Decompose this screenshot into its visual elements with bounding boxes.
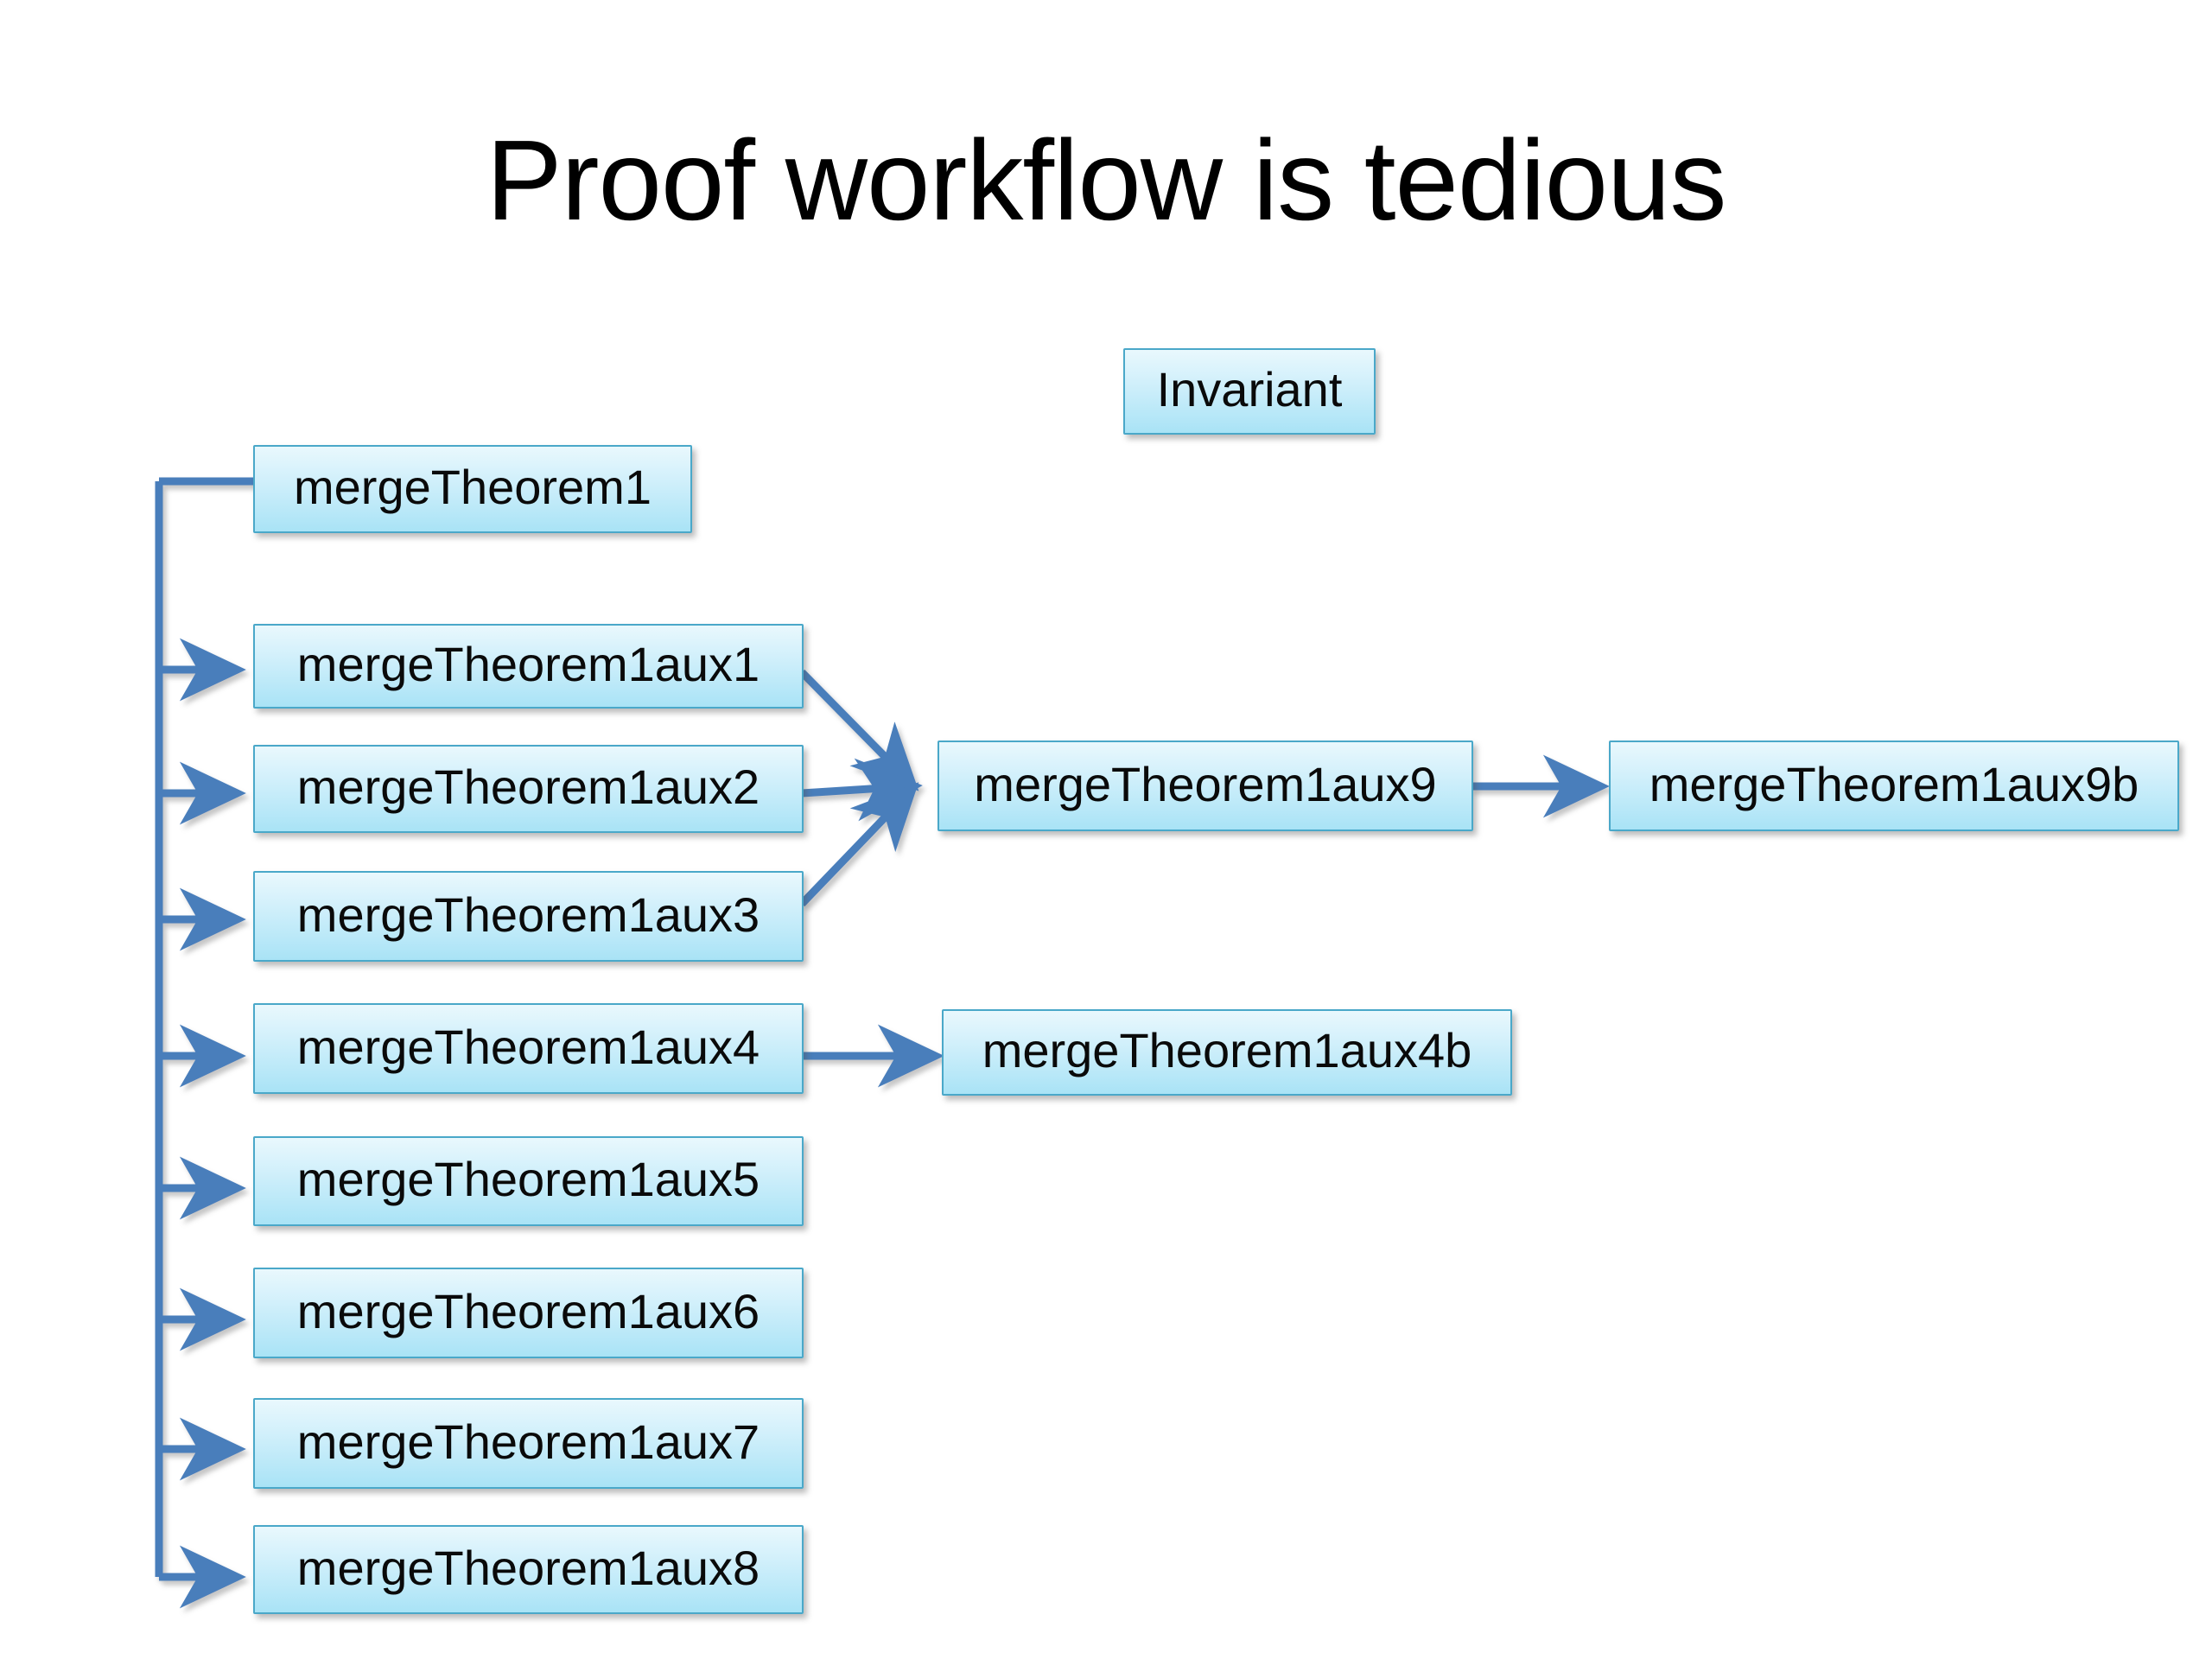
page-title: Proof workflow is tedious — [486, 117, 1727, 244]
node-aux9b-label: mergeTheorem1aux9b — [1649, 756, 2139, 811]
node-aux4[interactable]: mergeTheorem1aux4 — [253, 1003, 804, 1094]
node-aux3-label: mergeTheorem1aux3 — [296, 887, 760, 942]
node-aux5[interactable]: mergeTheorem1aux5 — [253, 1136, 804, 1226]
node-aux7[interactable]: mergeTheorem1aux7 — [253, 1398, 804, 1489]
node-aux9-label: mergeTheorem1aux9 — [974, 756, 1437, 811]
edge-aux2-to-aux9 — [801, 758, 923, 822]
edge-aux1-to-aux9 — [798, 669, 919, 791]
node-aux8[interactable]: mergeTheorem1aux8 — [253, 1525, 804, 1614]
node-aux4-label: mergeTheorem1aux4 — [296, 1019, 760, 1074]
node-aux6-label: mergeTheorem1aux6 — [296, 1283, 760, 1338]
node-aux4b[interactable]: mergeTheorem1aux4b — [942, 1009, 1512, 1096]
node-aux2-label: mergeTheorem1aux2 — [296, 760, 760, 814]
edge-aux3-to-aux9 — [798, 782, 919, 907]
node-aux7-label: mergeTheorem1aux7 — [296, 1414, 760, 1469]
node-aux4b-label: mergeTheorem1aux4b — [982, 1023, 1472, 1077]
node-aux9b[interactable]: mergeTheorem1aux9b — [1609, 741, 2179, 831]
node-aux2[interactable]: mergeTheorem1aux2 — [253, 745, 804, 833]
node-invariant-label: Invariant — [1156, 362, 1343, 416]
node-aux6[interactable]: mergeTheorem1aux6 — [253, 1268, 804, 1358]
node-aux8-label: mergeTheorem1aux8 — [296, 1540, 760, 1595]
node-invariant[interactable]: Invariant — [1123, 348, 1376, 435]
node-mergetheorem1[interactable]: mergeTheorem1 — [253, 445, 692, 533]
node-mergetheorem1-label: mergeTheorem1 — [294, 460, 652, 514]
node-aux3[interactable]: mergeTheorem1aux3 — [253, 871, 804, 962]
node-aux5-label: mergeTheorem1aux5 — [296, 1152, 760, 1206]
node-aux9[interactable]: mergeTheorem1aux9 — [938, 741, 1473, 831]
node-aux1-label: mergeTheorem1aux1 — [296, 637, 760, 691]
node-aux1[interactable]: mergeTheorem1aux1 — [253, 624, 804, 709]
